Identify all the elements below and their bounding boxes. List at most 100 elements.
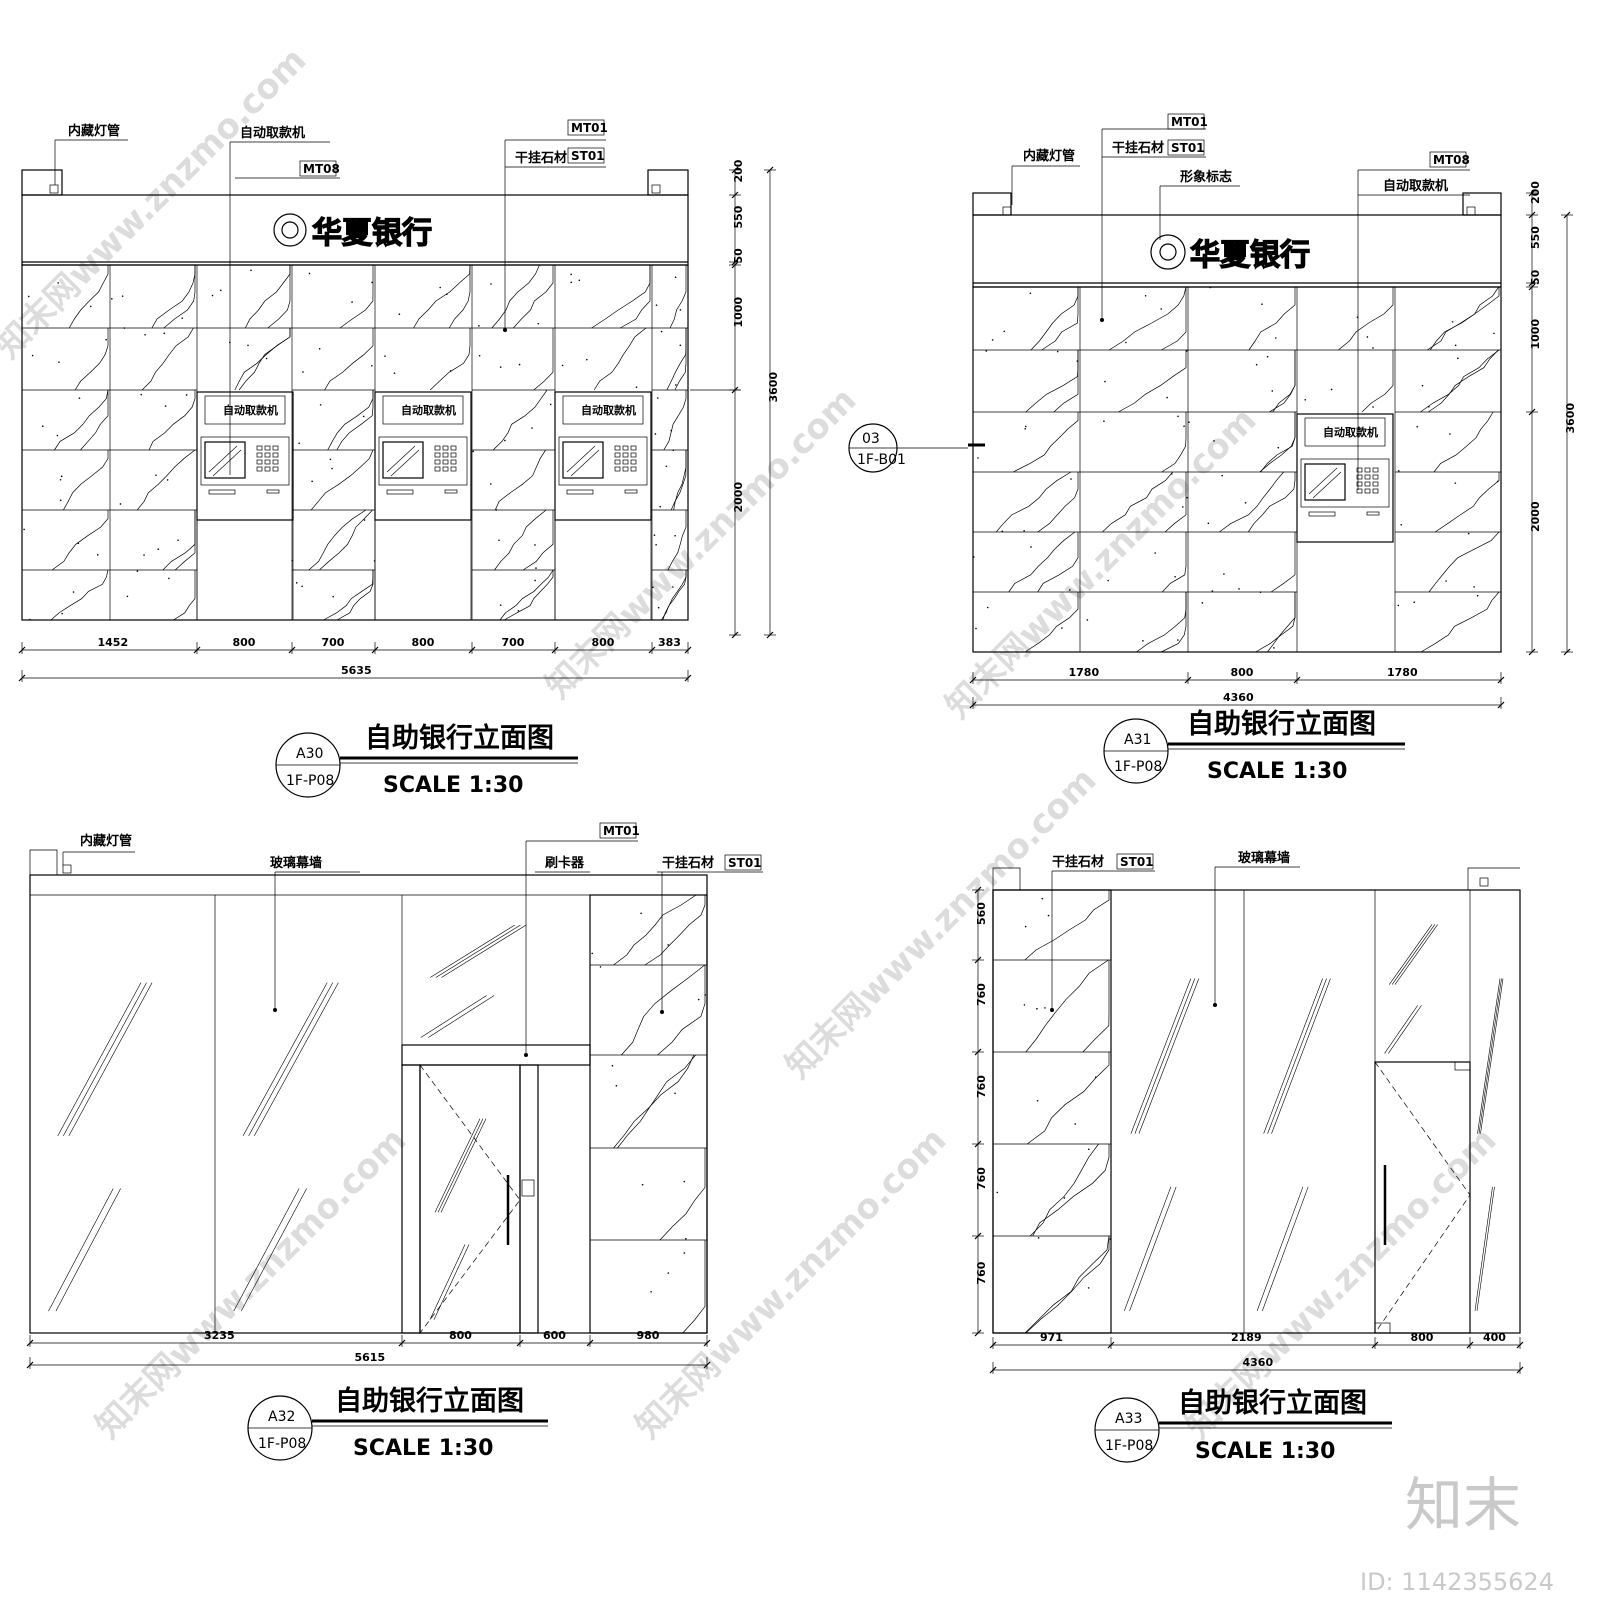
- dimension-total: 4360: [1223, 691, 1254, 704]
- marble-vein: [174, 510, 196, 571]
- atm-screen: [382, 441, 424, 479]
- marble-vein: [310, 449, 374, 511]
- stone-speck: [1036, 1007, 1038, 1010]
- atm-key: [630, 459, 637, 465]
- marble-vein: [1041, 287, 1079, 351]
- atm-key: [272, 452, 279, 458]
- atm-key: [622, 452, 629, 458]
- stone-speck: [1473, 586, 1475, 588]
- stone-speck: [578, 279, 581, 282]
- stone-speck: [531, 427, 533, 429]
- svg-text:自助银行立面图: 自助银行立面图: [1178, 1387, 1367, 1419]
- stone-speck: [667, 1272, 670, 1274]
- svg-text:A31: A31: [1124, 732, 1151, 748]
- stone-speck: [490, 483, 492, 485]
- svg-text:A30: A30: [296, 746, 323, 762]
- stone-speck: [1372, 347, 1374, 349]
- marble-vein: [63, 450, 109, 511]
- stone-speck: [1182, 506, 1184, 508]
- light-fixture-icon: [1002, 206, 1012, 216]
- atm-panel: [1300, 458, 1390, 508]
- stone-speck: [537, 322, 540, 325]
- marble-vein: [80, 390, 109, 451]
- stone-speck: [60, 475, 63, 478]
- glass-reflection: [434, 1118, 481, 1213]
- marble-vein: [1428, 349, 1499, 413]
- glass-reflection: [240, 1188, 307, 1312]
- marble-vein: [413, 264, 471, 329]
- stone-speck: [1366, 336, 1369, 338]
- marble-vein: [163, 265, 196, 329]
- stone-speck: [1047, 914, 1050, 917]
- atm-key: [1364, 474, 1371, 480]
- stone-speck: [1400, 523, 1403, 526]
- atm-screen: [1304, 463, 1346, 501]
- stone-speck: [164, 405, 167, 407]
- glass-reflection: [429, 1244, 466, 1320]
- stone-speck: [679, 309, 682, 311]
- elevation-a30: 华夏银行 自动取款机自动取款机自动取款机 内藏灯管 自动取款机 MT08 MT0…: [18, 119, 780, 682]
- stone-speck: [1413, 601, 1416, 604]
- glass-reflection: [1124, 1186, 1172, 1311]
- marble-vein: [238, 328, 291, 391]
- stone-speck: [1428, 405, 1430, 408]
- stone-speck: [31, 354, 34, 357]
- bank-logo-icon: [1150, 234, 1186, 270]
- stone-speck: [311, 480, 313, 483]
- glass-facade: [992, 889, 1521, 1334]
- stone-speck: [478, 325, 480, 327]
- marble-vein: [621, 964, 706, 1056]
- marble-vein: [148, 390, 196, 451]
- atm-receipt-slot: [624, 489, 638, 494]
- stone-speck: [517, 609, 520, 612]
- stone-speck: [1201, 602, 1204, 604]
- atm-key: [622, 445, 629, 451]
- glass-reflection: [437, 1118, 484, 1213]
- atm-sign-label: 自动取款机: [581, 403, 636, 417]
- stone-speck: [570, 281, 573, 284]
- stone-speck: [291, 559, 294, 562]
- marble-vein: [54, 389, 109, 451]
- marble-vein: [657, 965, 706, 1056]
- atm-key: [630, 445, 637, 451]
- atm-key: [434, 445, 441, 451]
- stone-speck: [144, 333, 146, 336]
- marble-vein: [1248, 472, 1296, 533]
- marble-vein: [1026, 1052, 1110, 1145]
- marble-vein: [336, 570, 374, 621]
- dimension-label: 200: [732, 159, 745, 182]
- dimension-label: 383: [658, 636, 681, 649]
- svg-text:内藏灯管: 内藏灯管: [80, 833, 132, 849]
- atm-key: [442, 445, 449, 451]
- marble-vein: [669, 265, 687, 329]
- atm-key: [614, 445, 621, 451]
- stone-speck: [1003, 330, 1006, 333]
- atm-key: [442, 459, 449, 465]
- marble-vein: [1420, 349, 1500, 413]
- stone-speck: [1166, 396, 1168, 399]
- glass-reflection: [428, 995, 495, 1038]
- watermark-text: 知末网www.znzmo.com: [0, 40, 314, 366]
- dimension-label: 1780: [1069, 666, 1100, 679]
- marble-vein: [1037, 472, 1079, 533]
- glass-reflection: [1478, 978, 1502, 1134]
- dimension-label: 760: [975, 1075, 988, 1098]
- stone-speck: [535, 567, 537, 569]
- stone-speck: [27, 295, 30, 298]
- glass-reflection: [1384, 1005, 1418, 1054]
- stone-speck: [1493, 332, 1495, 335]
- marble-vein: [1361, 350, 1394, 413]
- watermark-text: 知末网www.znzmo.com: [778, 760, 1104, 1086]
- stone-speck: [499, 604, 502, 606]
- stone-speck: [1023, 1004, 1026, 1006]
- glass-reflection: [441, 924, 527, 978]
- marble-vein: [1267, 592, 1296, 653]
- marble-vein: [51, 510, 109, 571]
- svg-text:ST01: ST01: [1120, 855, 1154, 869]
- marble-vein: [323, 570, 374, 621]
- stone-speck: [977, 457, 979, 459]
- atm-key: [450, 452, 457, 458]
- marble-vein: [593, 327, 647, 391]
- marble-vein: [1429, 287, 1500, 351]
